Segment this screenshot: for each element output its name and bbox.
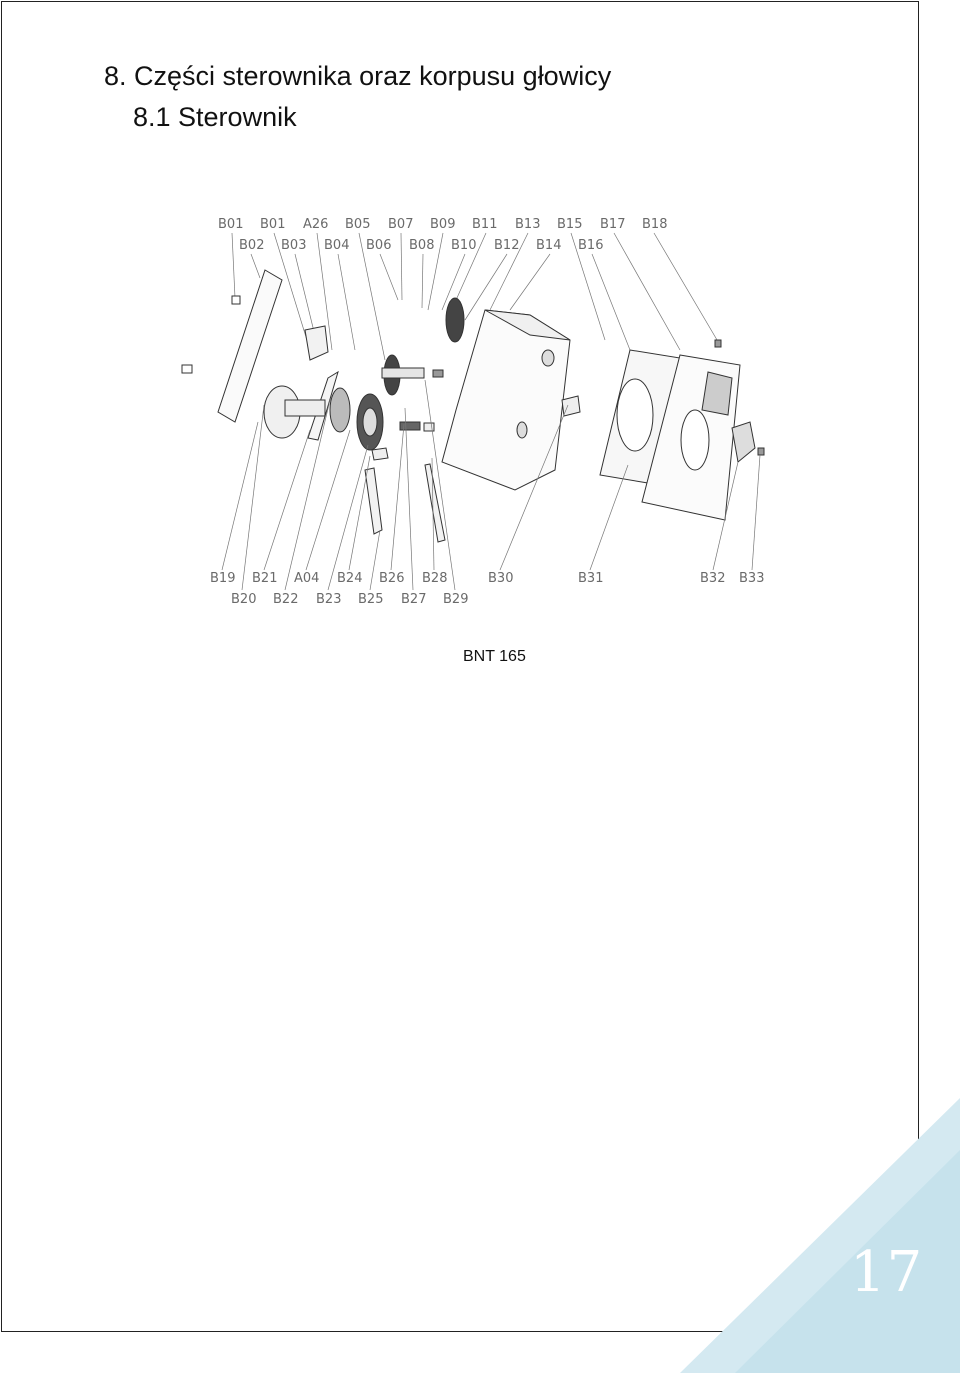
parts-drawing (181, 269, 765, 543)
callout-labels-top-row2: B02 B03 B04 B06 B08 B10 B12 B14 B16 (239, 238, 603, 253)
exploded-parts-diagram: B01 B01 A26 B05 B07 B09 B11 B13 B15 B17 … (181, 217, 765, 607)
callout-labels-bottom-row1: B19 B21 A04 B24 B26 B28 B30 B31 B32 B33 (210, 571, 764, 586)
callout-label: B21 (252, 571, 277, 586)
callout-label: B02 (239, 238, 264, 253)
callout-label: B14 (536, 238, 561, 253)
callout-label: B07 (388, 217, 413, 232)
callout-label: B10 (451, 238, 476, 253)
callout-label: B03 (281, 238, 306, 253)
callout-label: B24 (337, 571, 362, 586)
section-heading: 8. Części sterownika oraz korpusu głowic… (104, 61, 612, 91)
leader-lines (231, 232, 721, 361)
model-label: BNT 165 (463, 648, 526, 665)
callout-label: B01 (260, 217, 285, 232)
callout-label: B01 (218, 217, 243, 232)
callout-labels-bottom-row2: B20 B22 B23 B25 B27 B29 (231, 592, 468, 607)
callout-label: B04 (324, 238, 349, 253)
callout-label: B28 (422, 571, 447, 586)
callout-label: B13 (515, 217, 540, 232)
page-frame (1, 1, 919, 1332)
callout-label: B27 (401, 592, 426, 607)
callout-label: B12 (494, 238, 519, 253)
callout-label: B29 (443, 592, 468, 607)
subsection-heading: 8.1 Sterownik (133, 102, 297, 132)
leader-lines-bottom (221, 379, 761, 591)
callout-label: B05 (345, 217, 370, 232)
callout-label: B08 (409, 238, 434, 253)
callout-label: B30 (488, 571, 513, 586)
callout-label: B17 (600, 217, 625, 232)
callout-label: B33 (739, 571, 764, 586)
callout-label: B32 (700, 571, 725, 586)
callout-label: B23 (316, 592, 341, 607)
callout-label: B06 (366, 238, 391, 253)
callout-label: B31 (578, 571, 603, 586)
callout-label: B11 (472, 217, 497, 232)
callout-label: B16 (578, 238, 603, 253)
callout-label: A04 (294, 571, 319, 586)
callout-label: B26 (379, 571, 404, 586)
callout-label: B25 (358, 592, 383, 607)
callout-label: B15 (557, 217, 582, 232)
callout-label: B09 (430, 217, 455, 232)
page-number: 17 (850, 1240, 924, 1305)
callout-label: B18 (642, 217, 667, 232)
callout-label: B22 (273, 592, 298, 607)
callout-label: B19 (210, 571, 235, 586)
callout-labels-top-row1: B01 B01 A26 B05 B07 B09 B11 B13 B15 B17 … (218, 217, 667, 232)
callout-label: A26 (303, 217, 328, 232)
callout-label: B20 (231, 592, 256, 607)
